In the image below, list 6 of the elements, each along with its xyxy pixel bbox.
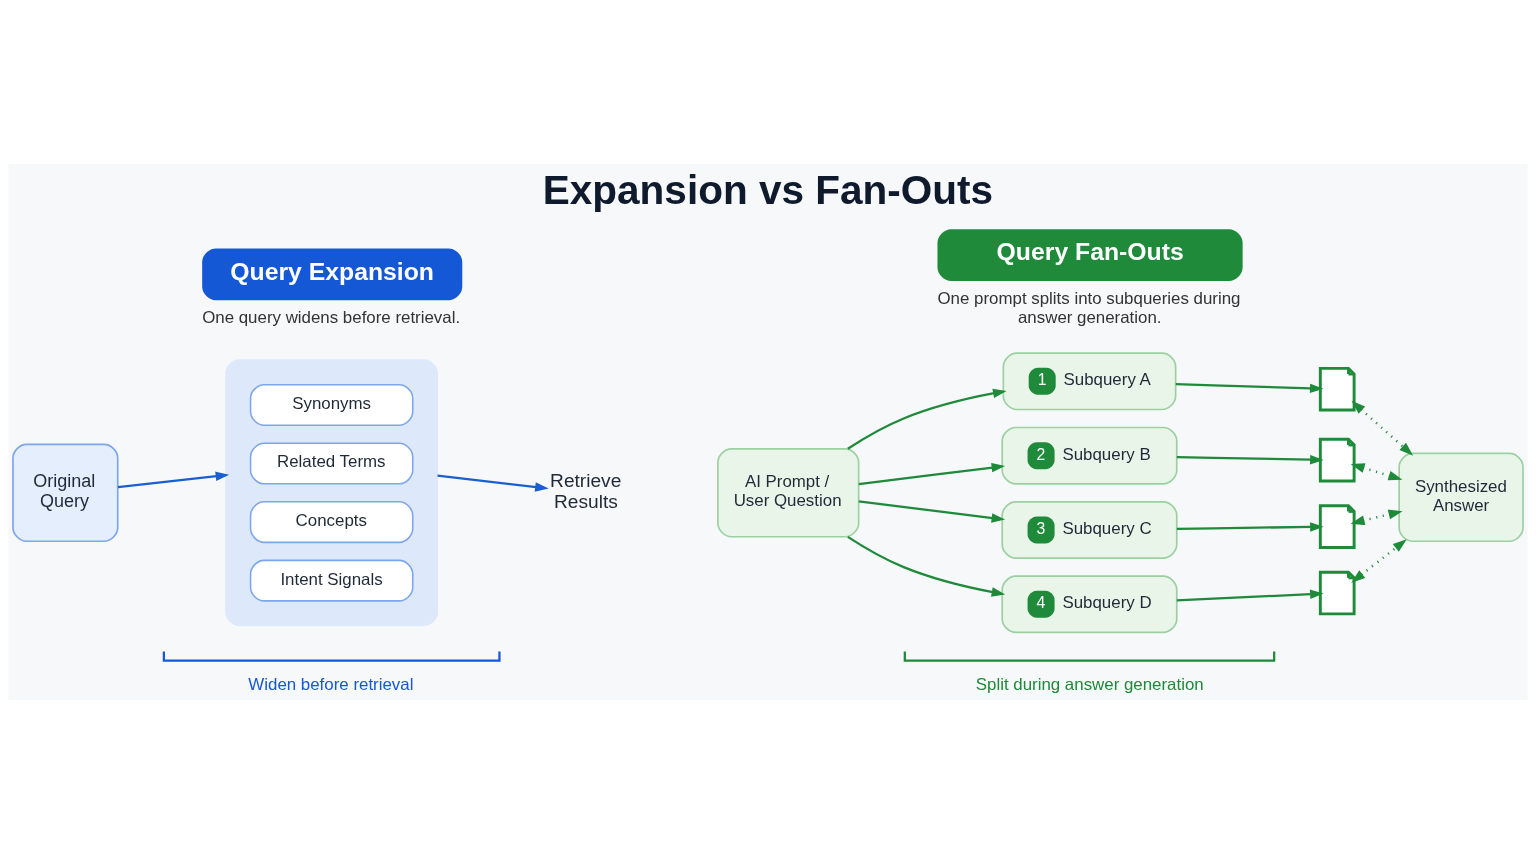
label: Split during answer generation [975, 674, 1204, 694]
label: Widen before retrieval [248, 674, 414, 694]
diagram-title: Expansion vs Fan-Outs [542, 167, 994, 214]
node-text: Retrieve Results [550, 469, 622, 513]
node-label: One query widens before retrieval. [202, 307, 461, 327]
node-label: One prompt splits into subqueries during answer generation. [937, 288, 1241, 327]
